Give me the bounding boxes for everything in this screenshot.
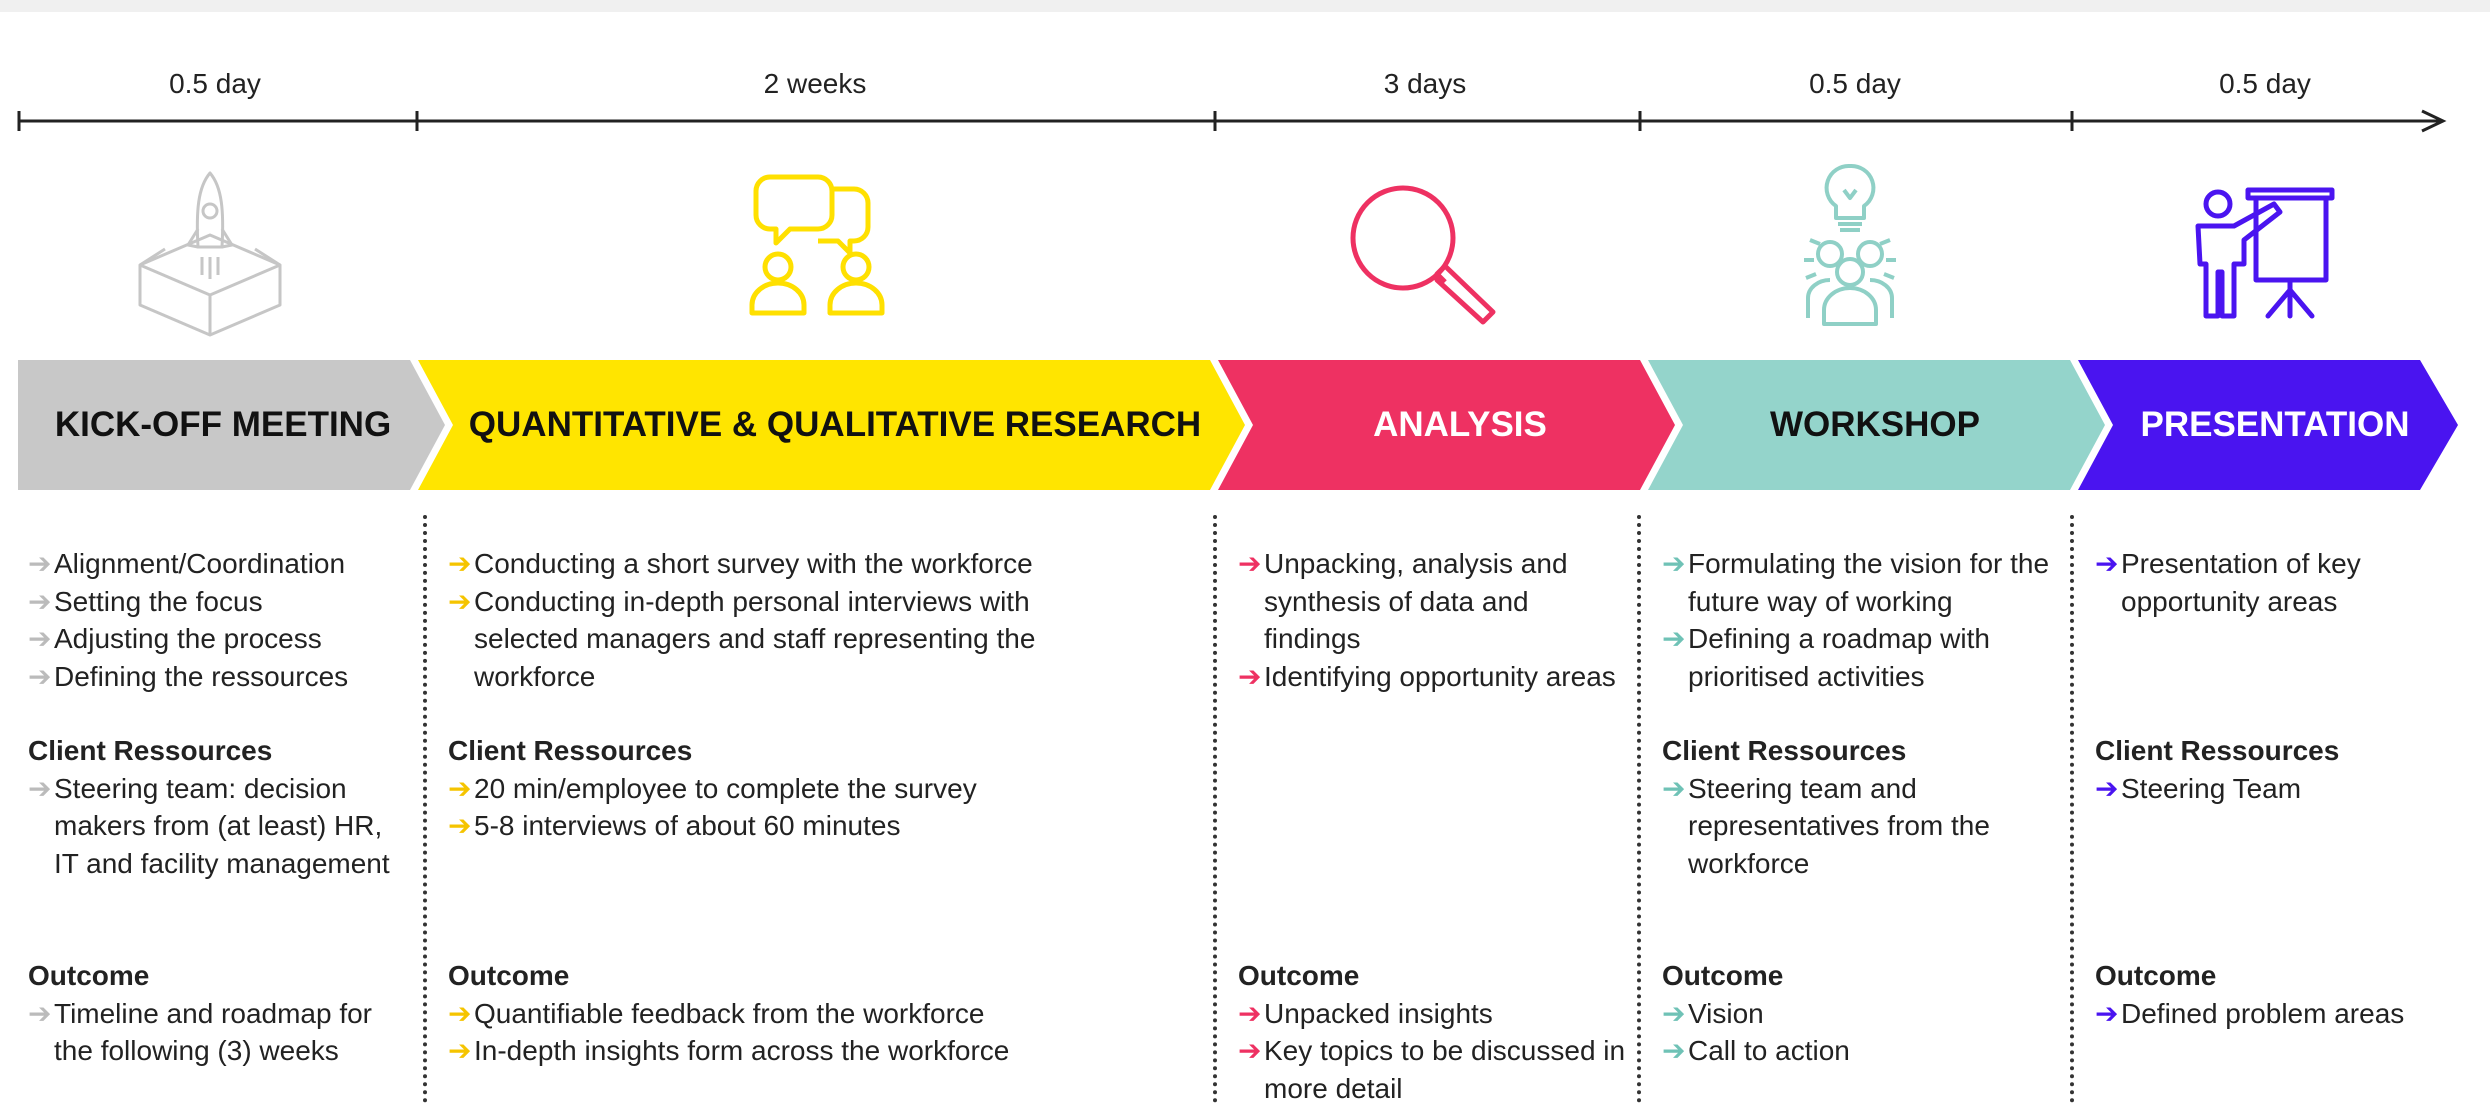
arrow-icon: ➔ [28,620,51,658]
resources-heading: Client Ressources [2095,732,2485,770]
arrow-icon: ➔ [1662,620,1685,658]
duration-label: 0.5 day [1705,68,2005,100]
list-item: ➔Alignment/Coordination [28,545,413,583]
resources-heading: Client Ressources [28,732,413,770]
phase-details-workshop: ➔Formulating the vision for the future w… [1662,545,2057,1085]
arrow-icon: ➔ [28,995,51,1033]
list-item: ➔Unpacked insights [1238,995,1628,1033]
list-item: ➔Steering Team [2095,770,2485,808]
list-item: ➔In-depth insights form across the workf… [448,1032,1108,1070]
list-item: ➔20 min/employee to complete the survey [448,770,1108,808]
outcome-list: ➔Timeline and roadmap for the following … [28,995,413,1070]
duration-label: 2 weeks [665,68,965,100]
activity-list: ➔Presentation of key opportunity areas [2095,545,2485,620]
list-item: ➔Conducting in-depth personal interviews… [448,583,1108,696]
outcome-heading: Outcome [1238,957,1628,995]
list-item: ➔Identifying opportunity areas [1238,658,1628,696]
list-item: ➔Steering team and representatives from … [1662,770,2057,883]
phase-title-research: QUANTITATIVE & QUALITATIVE RESEARCH [440,355,1230,495]
arrow-icon: ➔ [1662,995,1685,1033]
resources-list: ➔Steering team and representatives from … [1662,770,2057,883]
arrow-icon: ➔ [2095,545,2118,583]
list-item: ➔Unpacking, analysis and synthesis of da… [1238,545,1628,658]
arrow-icon: ➔ [1662,545,1685,583]
arrow-icon: ➔ [448,995,471,1033]
duration-label: 0.5 day [2115,68,2415,100]
outcome-heading: Outcome [28,957,413,995]
column-divider [423,515,427,1103]
phase-title-analysis: ANALYSIS [1250,355,1670,495]
arrow-icon: ➔ [1238,995,1261,1033]
list-item: ➔Timeline and roadmap for the following … [28,995,413,1070]
arrow-icon: ➔ [448,1032,471,1070]
outcome-list: ➔Unpacked insights ➔Key topics to be dis… [1238,995,1628,1107]
list-item: ➔Defined problem areas [2095,995,2485,1033]
arrow-icon: ➔ [448,583,471,621]
phase-details-research: ➔Conducting a short survey with the work… [448,545,1108,1085]
resources-list: ➔Steering Team [2095,770,2485,808]
arrow-icon: ➔ [28,545,51,583]
rocket-box-icon [130,165,290,340]
duration-label: 3 days [1275,68,1575,100]
presenter-board-icon [2190,182,2340,322]
list-item: ➔Quantifiable feedback from the workforc… [448,995,1108,1033]
arrow-icon: ➔ [2095,995,2118,1033]
list-item: ➔Presentation of key opportunity areas [2095,545,2485,620]
list-item: ➔Vision [1662,995,2057,1033]
list-item: ➔Conducting a short survey with the work… [448,545,1108,583]
outcome-heading: Outcome [1662,957,2057,995]
arrow-icon: ➔ [448,545,471,583]
list-item: ➔Key topics to be discussed in more deta… [1238,1032,1628,1107]
arrow-icon: ➔ [1238,1032,1261,1070]
arrow-icon: ➔ [1662,1032,1685,1070]
arrow-icon: ➔ [28,583,51,621]
list-item: ➔Steering team: decision makers from (at… [28,770,413,883]
activity-list: ➔Alignment/Coordination ➔Setting the foc… [28,545,413,695]
arrow-icon: ➔ [2095,770,2118,808]
resources-heading: Client Ressources [1662,732,2057,770]
list-item: ➔Adjusting the process [28,620,413,658]
phase-details-analysis: ➔Unpacking, analysis and synthesis of da… [1238,545,1628,1085]
outcome-heading: Outcome [448,957,1108,995]
activity-list: ➔Conducting a short survey with the work… [448,545,1108,695]
outcome-heading: Outcome [2095,957,2485,995]
list-item: ➔Formulating the vision for the future w… [1662,545,2057,620]
outcome-list: ➔Defined problem areas [2095,995,2485,1033]
list-item: ➔Defining the ressources [28,658,413,696]
resources-heading: Client Ressources [448,732,1108,770]
arrow-icon: ➔ [28,770,51,808]
phase-title-kickoff: KICK-OFF MEETING [18,355,428,495]
arrow-icon: ➔ [28,658,51,696]
column-divider [2070,515,2074,1103]
arrow-icon: ➔ [448,807,471,845]
lightbulb-group-icon [1780,160,1920,330]
list-item: ➔Setting the focus [28,583,413,621]
magnifier-icon [1345,180,1505,325]
column-divider [1637,515,1641,1103]
list-item: ➔5-8 interviews of about 60 minutes [448,807,1108,845]
activity-list: ➔Formulating the vision for the future w… [1662,545,2057,695]
column-divider [1213,515,1217,1103]
list-item: ➔Defining a roadmap with prioritised act… [1662,620,2057,695]
arrow-icon: ➔ [1238,545,1261,583]
outcome-list: ➔Vision ➔Call to action [1662,995,2057,1070]
arrow-icon: ➔ [1238,658,1261,696]
phase-details-kickoff: ➔Alignment/Coordination ➔Setting the foc… [28,545,413,1085]
activity-list: ➔Unpacking, analysis and synthesis of da… [1238,545,1628,695]
resources-list: ➔Steering team: decision makers from (at… [28,770,413,883]
resources-list: ➔20 min/employee to complete the survey … [448,770,1108,845]
arrow-icon: ➔ [448,770,471,808]
outcome-list: ➔Quantifiable feedback from the workforc… [448,995,1108,1070]
phase-title-presentation: PRESENTATION [2105,355,2445,495]
phase-details-presentation: ➔Presentation of key opportunity areas C… [2095,545,2485,1085]
list-item: ➔Call to action [1662,1032,2057,1070]
people-speech-bubbles-icon [740,165,900,320]
duration-label: 0.5 day [65,68,365,100]
phase-title-workshop: WORKSHOP [1675,355,2075,495]
arrow-icon: ➔ [1662,770,1685,808]
